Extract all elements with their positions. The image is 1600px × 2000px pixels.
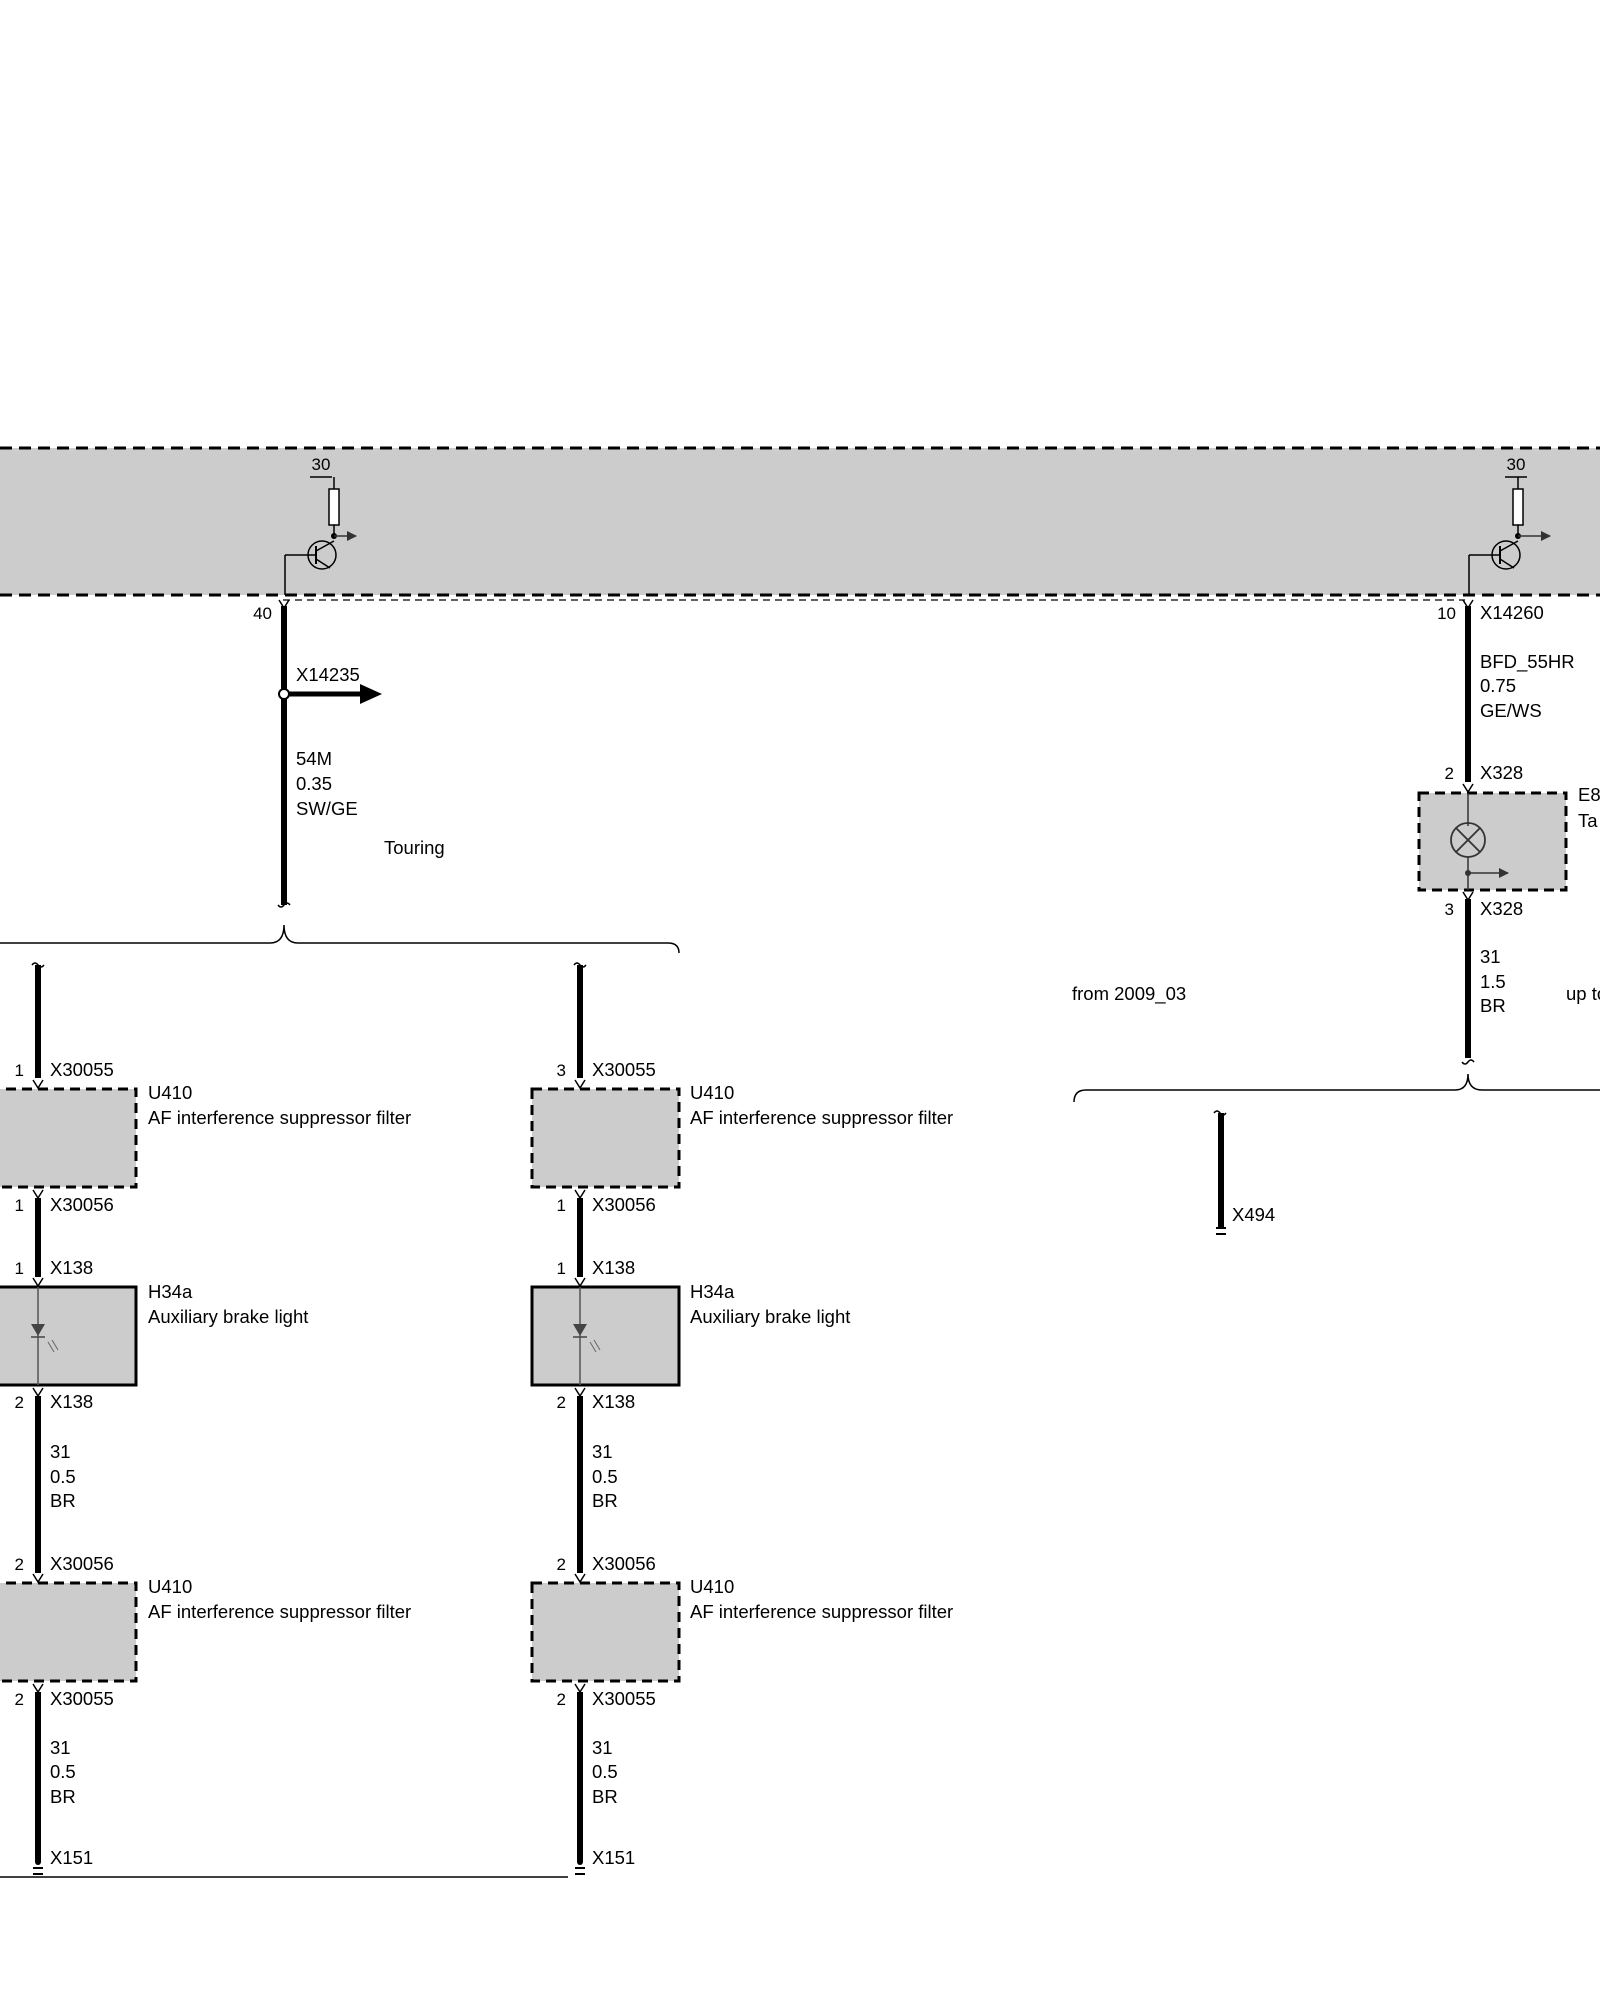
wire-31-lamp-name: 31 xyxy=(1480,946,1501,967)
filter-top-pin-in: 1 xyxy=(15,1061,24,1080)
filter-bot-conn-in: X30056 xyxy=(592,1553,656,1574)
filter-top-conn-out: X30056 xyxy=(592,1194,656,1215)
wire-mid-size: 0.5 xyxy=(592,1466,618,1487)
suppressor-filter-bottom xyxy=(530,1581,681,1683)
wire-mid-name: 31 xyxy=(592,1441,613,1462)
light-pin-in: 1 xyxy=(15,1259,24,1278)
ground-x151-label: X151 xyxy=(592,1847,635,1868)
filter-top-desc: AF interference suppressor filter xyxy=(148,1107,411,1128)
branch-column-2: 3 X30055 U410 AF interference suppressor… xyxy=(530,962,953,1875)
variant-from-2009-03-label: from 2009_03 xyxy=(1072,983,1186,1005)
wire-54m-size: 0.35 xyxy=(296,773,332,794)
filter-top-name: U410 xyxy=(690,1082,734,1103)
ground-x494-label: X494 xyxy=(1232,1204,1275,1225)
filter-top-pin-out: 1 xyxy=(15,1196,24,1215)
filter-top-pin-in: 3 xyxy=(557,1061,566,1080)
wire-bfd-size: 0.75 xyxy=(1480,675,1516,696)
filter-bot-conn-out: X30055 xyxy=(50,1688,114,1709)
filter-bot-desc: AF interference suppressor filter xyxy=(148,1601,411,1622)
wire-bfd-55hr: 10 X14260 BFD_55HR 0.75 GE/WS xyxy=(1437,599,1575,782)
pin-10-label: 10 xyxy=(1437,604,1456,623)
auxiliary-brake-light-box xyxy=(0,1285,138,1387)
lamp-connector-in: X328 xyxy=(1480,762,1523,783)
wire-bfd-color: GE/WS xyxy=(1480,700,1542,721)
lamp-label-line2: Ta xyxy=(1578,810,1598,831)
filter-top-pin-out: 1 xyxy=(557,1196,566,1215)
light-pin-in: 1 xyxy=(557,1259,566,1278)
suppressor-filter-top xyxy=(530,1087,681,1189)
filter-top-name: U410 xyxy=(148,1082,192,1103)
wire-mid-name: 31 xyxy=(50,1441,71,1462)
wire-bottom-color: BR xyxy=(592,1786,618,1807)
light-conn-out: X138 xyxy=(592,1391,635,1412)
wire-31-lamp-size: 1.5 xyxy=(1480,971,1506,992)
light-desc: Auxiliary brake light xyxy=(690,1306,850,1327)
supply-label-left: 30 xyxy=(312,455,331,474)
wire-54m-name: 54M xyxy=(296,748,332,769)
filter-top-desc: AF interference suppressor filter xyxy=(690,1107,953,1128)
light-conn-out: X138 xyxy=(50,1391,93,1412)
variant-touring-label: Touring xyxy=(384,837,445,858)
control-unit xyxy=(0,446,1600,601)
filter-top-conn-out: X30056 xyxy=(50,1194,114,1215)
lamp-pin-out: 3 xyxy=(1445,900,1454,919)
wire-mid-color: BR xyxy=(592,1490,618,1511)
lamp-e8: 2 X328 E8 Ta 3 X328 xyxy=(1417,762,1600,919)
ground-x494: X494 xyxy=(1213,1110,1275,1235)
variant-upto-label: up to xyxy=(1566,983,1600,1004)
wire-bottom-size: 0.5 xyxy=(50,1761,76,1782)
wire-bottom-name: 31 xyxy=(592,1737,613,1758)
lamp-connector-out: X328 xyxy=(1480,898,1523,919)
light-name: H34a xyxy=(690,1281,735,1302)
light-conn-in: X138 xyxy=(592,1257,635,1278)
wire-54m-color: SW/GE xyxy=(296,798,358,819)
output-transistor-right: 30 xyxy=(1468,455,1551,595)
filter-bot-pin-in: 2 xyxy=(557,1555,566,1574)
light-name: H34a xyxy=(148,1281,193,1302)
suppressor-filter-bottom xyxy=(0,1581,138,1683)
ground-x151-label: X151 xyxy=(50,1847,93,1868)
pin-40-label: 40 xyxy=(253,604,272,623)
filter-bot-conn-out: X30055 xyxy=(592,1688,656,1709)
filter-top-conn-in: X30055 xyxy=(592,1059,656,1080)
wire-31-lamp-color: BR xyxy=(1480,995,1506,1016)
wire-31-lamp: 31 1.5 BR xyxy=(1461,899,1506,1065)
output-transistor-left: 30 xyxy=(284,455,357,595)
wire-bottom-size: 0.5 xyxy=(592,1761,618,1782)
led-icon xyxy=(31,1324,45,1336)
light-pin-out: 2 xyxy=(557,1393,566,1412)
wire-mid-color: BR xyxy=(50,1490,76,1511)
lamp-label-line1: E8 xyxy=(1578,784,1600,805)
suppressor-filter-top xyxy=(0,1087,138,1189)
wire-bottom-color: BR xyxy=(50,1786,76,1807)
auxiliary-brake-light-box xyxy=(530,1285,681,1387)
variant-brace-touring xyxy=(0,924,680,954)
variant-brace-2009 xyxy=(1073,1073,1600,1103)
light-conn-in: X138 xyxy=(50,1257,93,1278)
lamp-pin-in: 2 xyxy=(1445,764,1454,783)
light-pin-out: 2 xyxy=(15,1393,24,1412)
filter-top-conn-in: X30055 xyxy=(50,1059,114,1080)
filter-bot-pin-out: 2 xyxy=(557,1690,566,1709)
splice-x14235: X14235 xyxy=(296,664,360,685)
led-icon xyxy=(573,1324,587,1336)
supply-label-right: 30 xyxy=(1507,455,1526,474)
filter-bot-pin-out: 2 xyxy=(15,1690,24,1709)
filter-bot-name: U410 xyxy=(690,1576,734,1597)
wire-54m: 40 X14235 54M 0.35 SW/GE Touring xyxy=(253,599,445,908)
light-desc: Auxiliary brake light xyxy=(148,1306,308,1327)
wire-mid-size: 0.5 xyxy=(50,1466,76,1487)
wire-bottom-name: 31 xyxy=(50,1737,71,1758)
connector-x14260: X14260 xyxy=(1480,602,1544,623)
filter-bot-pin-in: 2 xyxy=(15,1555,24,1574)
filter-bot-conn-in: X30056 xyxy=(50,1553,114,1574)
branch-column-1: 1 X30055 U410 AF interference suppressor… xyxy=(0,962,411,1875)
wire-bfd-name: BFD_55HR xyxy=(1480,651,1575,673)
filter-bot-name: U410 xyxy=(148,1576,192,1597)
filter-bot-desc: AF interference suppressor filter xyxy=(690,1601,953,1622)
